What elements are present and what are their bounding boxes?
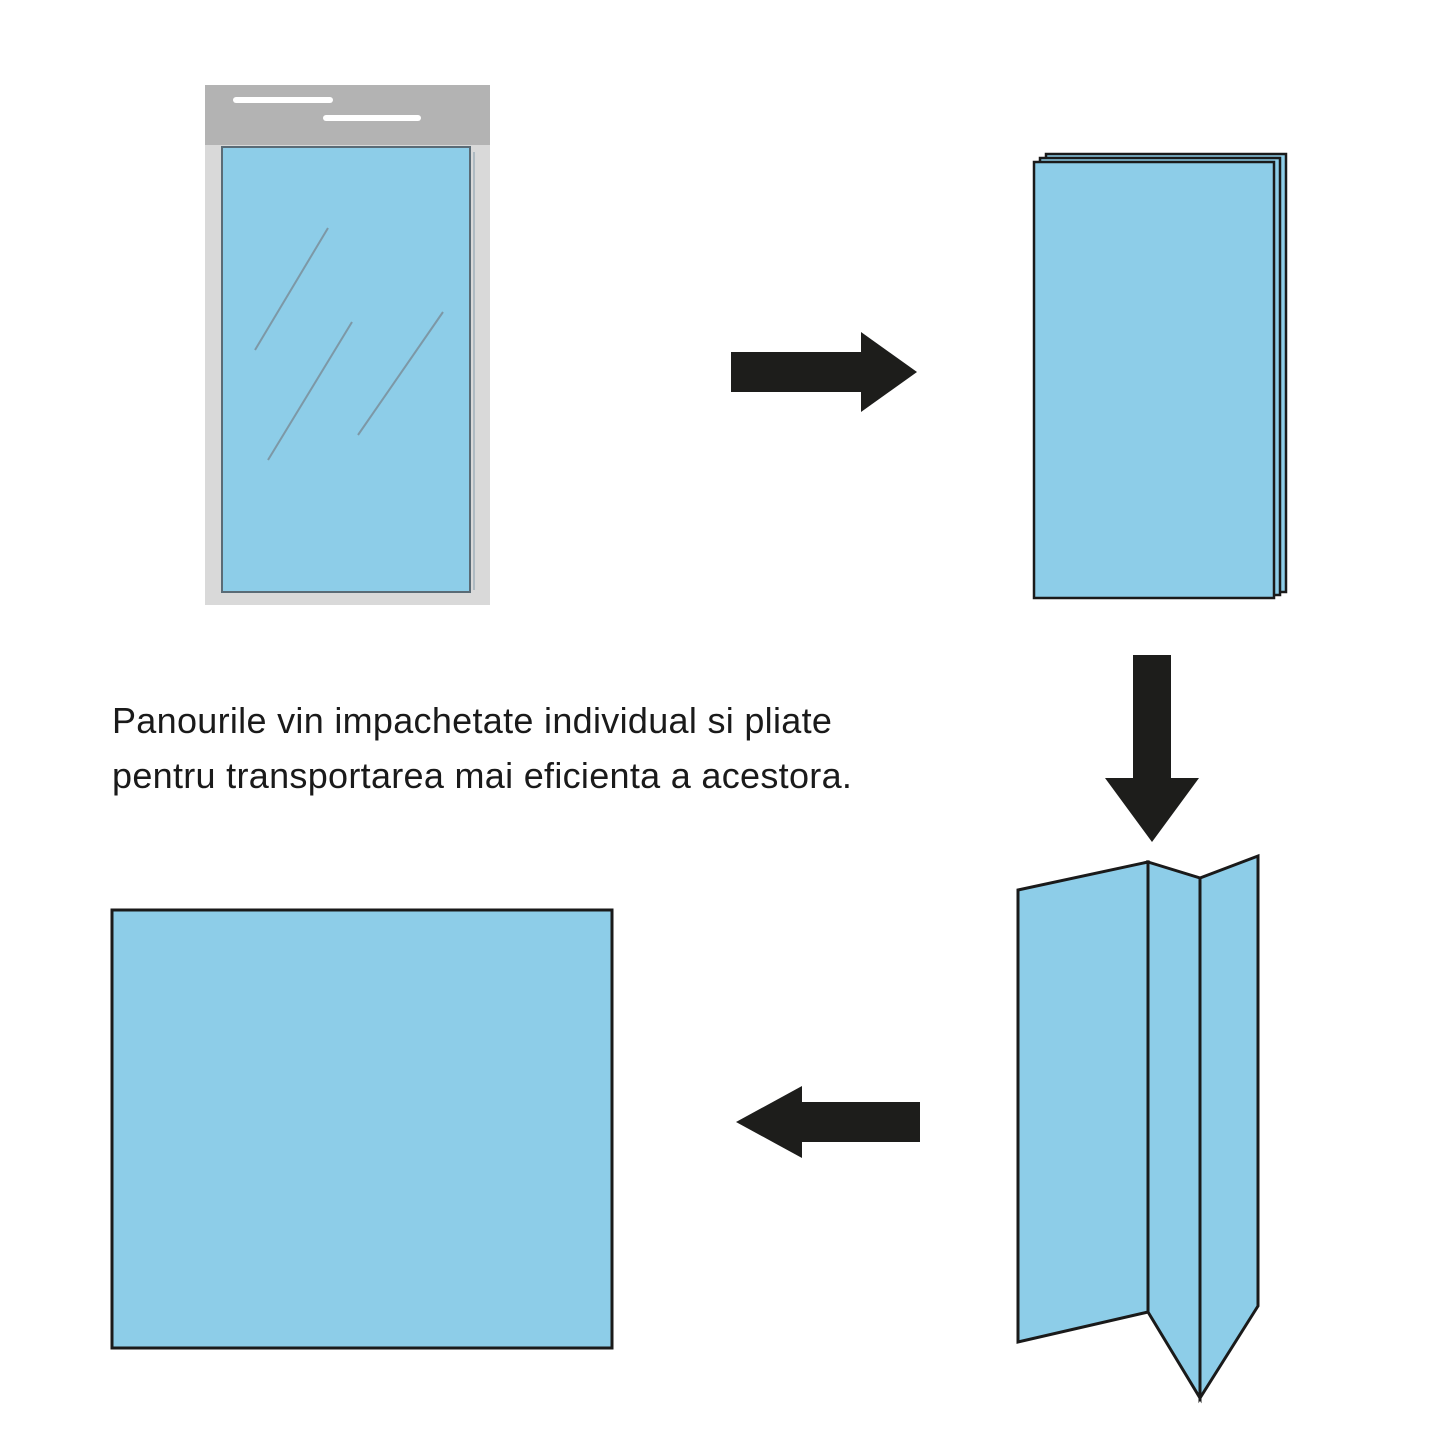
folded-panel xyxy=(1032,152,1288,600)
shine-line xyxy=(267,321,353,461)
arrow-down-shaft xyxy=(1133,655,1171,780)
arrow-right-head xyxy=(861,332,917,412)
panel-in-bag xyxy=(221,146,471,593)
half-open-middle-face xyxy=(1146,859,1202,1404)
label-line xyxy=(233,97,333,103)
unfolded-panel-sheet xyxy=(110,908,614,1350)
unfolded-panel xyxy=(110,908,614,1350)
arrow-down-head xyxy=(1105,778,1199,842)
half-open-panel xyxy=(1016,853,1260,1404)
arrow-right-shaft xyxy=(731,352,863,392)
half-open-left-face xyxy=(1016,860,1150,1344)
arrow-left-shaft xyxy=(800,1102,920,1142)
shine-line xyxy=(254,227,329,351)
folded-sheet-front xyxy=(1032,160,1276,600)
caption: Panourile vin impachetate individual si … xyxy=(112,694,852,803)
arrow-down-icon xyxy=(1105,655,1199,842)
caption-line-2: pentru transportarea mai eficienta a ace… xyxy=(112,754,853,796)
packaged-panel xyxy=(205,85,490,605)
shine-line xyxy=(357,311,444,436)
label-line xyxy=(323,115,421,121)
arrow-right-icon xyxy=(731,332,917,412)
caption-line-1: Panourile vin impachetate individual si … xyxy=(112,700,833,741)
arrow-left-head xyxy=(736,1086,802,1158)
half-open-right-face xyxy=(1198,853,1260,1404)
arrow-left-icon xyxy=(736,1086,920,1158)
